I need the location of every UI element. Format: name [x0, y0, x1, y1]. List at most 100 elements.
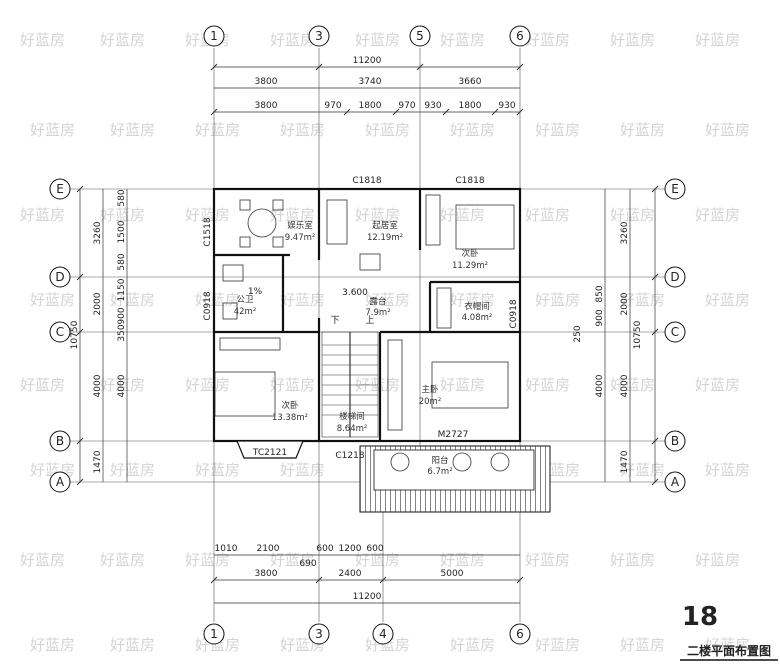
dim-left-o-a: 3260 [93, 221, 103, 244]
axis-left-B: B [56, 434, 64, 448]
room-name-5: 衣帽间 [464, 301, 490, 312]
watermark-text: 好蓝房 [110, 461, 155, 479]
watermark-text: 好蓝房 [620, 291, 665, 309]
balcony-floor [373, 449, 535, 491]
watermark-text: 好蓝房 [440, 206, 485, 224]
room-name-2: 次卧 [461, 248, 479, 259]
dim-top-r1-b: 3740 [359, 77, 382, 87]
dim-right-i-c: 250 [573, 325, 583, 342]
watermark-text: 好蓝房 [705, 121, 750, 139]
room-name-9: 阳台 [431, 455, 448, 466]
watermark-text: 好蓝房 [365, 291, 410, 309]
label-slope: 1% [248, 287, 263, 297]
room-name-3: 公卫 [236, 295, 254, 305]
dim-bot-total: 11200 [353, 592, 382, 602]
right-dimensions: 10750 3260 2000 4000 1470 850 900 250 40… [573, 221, 643, 473]
watermark-text: 好蓝房 [440, 376, 485, 394]
corner-logo: 18 [682, 602, 718, 632]
watermark-text: 好蓝房 [695, 376, 740, 394]
watermark-text: 好蓝房 [110, 291, 155, 309]
label-tc2121: TC2121 [252, 448, 287, 458]
watermark-text: 好蓝房 [535, 636, 580, 654]
dim-top-r2-b: 970 [324, 101, 341, 111]
axis-right-E: E [671, 182, 679, 196]
watermark-text: 好蓝房 [270, 31, 315, 49]
watermark-text: 好蓝房 [440, 551, 485, 569]
dim-left-o-c: 4000 [93, 374, 103, 397]
bay-window [236, 440, 304, 459]
watermark-text: 好蓝房 [20, 551, 65, 569]
dim-top-r2-e: 930 [424, 101, 441, 111]
axis-top-6: 6 [516, 29, 524, 43]
watermark-text: 好蓝房 [610, 376, 655, 394]
axis-left-C: C [56, 325, 64, 339]
dim-right-o-a: 3260 [620, 221, 630, 244]
staircase [321, 331, 379, 438]
axis-bottom-1: 1 [210, 627, 218, 641]
dim-right-i-a: 850 [595, 285, 605, 302]
dim-top-r1-c: 3660 [459, 77, 482, 87]
watermark-text: 好蓝房 [610, 31, 655, 49]
dim-bot-r2-b: 2400 [339, 569, 362, 579]
label-c1218: C1218 [335, 451, 364, 461]
axis-top-5: 5 [416, 29, 424, 43]
dim-bot-r1-c: 600 [316, 544, 333, 554]
watermark-text: 好蓝房 [695, 551, 740, 569]
room-area-8: 8.64m² [337, 424, 368, 434]
dim-top-total: 11200 [353, 56, 382, 66]
room-name-8: 楼梯间 [339, 411, 365, 422]
room-area-3: 42m² [234, 307, 257, 317]
room-area-5: 4.08m² [462, 313, 493, 323]
watermark-text: 好蓝房 [270, 206, 315, 224]
label-c0918-a: C0918 [203, 291, 213, 320]
walls [212, 187, 522, 443]
axis-bottom-4: 4 [379, 627, 387, 641]
dim-bot-extra: 690 [299, 559, 316, 569]
dim-left-i-d: 1150 [117, 278, 127, 301]
left-dimensions: 10750 3260 2000 4000 1470 580 1500 580 1… [70, 189, 127, 473]
opening-labels: C1818 C1818 C1518 C0918 C0918 TC2121 C12… [203, 176, 519, 461]
room-labels: 娱乐室 9.47m² 起居室 12.19m² 次卧 11.29m² 公卫 42m… [234, 220, 493, 477]
watermark-text: 好蓝房 [620, 461, 665, 479]
room-name-0: 娱乐室 [287, 220, 313, 231]
axis-right-B: B [671, 434, 679, 448]
dim-right-o-b: 2000 [620, 292, 630, 315]
axis-left-D: D [55, 270, 64, 284]
watermark-text: 好蓝房 [695, 31, 740, 49]
watermark-text: 好蓝房 [195, 291, 240, 309]
axis-top-1: 1 [210, 29, 218, 43]
watermark-text: 好蓝房 [450, 121, 495, 139]
watermark-text: 好蓝房 [185, 551, 230, 569]
drawing-title: 二楼平面布置图 [687, 643, 771, 658]
dim-right-o-c: 4000 [620, 374, 630, 397]
watermark-text: 好蓝房 [270, 376, 315, 394]
watermark-text: 好蓝房 [355, 206, 400, 224]
watermark-text: 好蓝房 [705, 461, 750, 479]
dim-left-i-c: 580 [117, 253, 127, 270]
watermark-text: 好蓝房 [535, 291, 580, 309]
dim-top-r2-d: 970 [398, 101, 415, 111]
watermark-text: 好蓝房 [110, 121, 155, 139]
room-area-1: 12.19m² [367, 233, 403, 243]
watermark-text: 好蓝房 [100, 376, 145, 394]
watermark-text: 好蓝房 [30, 121, 75, 139]
dim-bot-r1-a: 1010 [215, 544, 238, 554]
room-name-1: 起居室 [372, 220, 398, 231]
watermark-text: 好蓝房 [525, 376, 570, 394]
label-c1818-b: C1818 [455, 176, 484, 186]
dim-left-o-d: 1470 [93, 450, 103, 473]
watermark-text: 好蓝房 [705, 636, 750, 654]
dim-bot-r2-a: 3800 [255, 569, 278, 579]
watermark-text: 好蓝房 [20, 206, 65, 224]
label-c0918-b: C0918 [509, 299, 519, 328]
watermark-text: 好蓝房 [185, 206, 230, 224]
room-area-0: 9.47m² [285, 233, 316, 243]
watermark-text: 好蓝房 [610, 551, 655, 569]
dim-left-total: 10750 [70, 320, 80, 349]
watermark-text: 好蓝房 [110, 636, 155, 654]
dim-bot-r1-e: 600 [366, 544, 383, 554]
axis-right-C: C [671, 325, 679, 339]
dim-right-o-d: 1470 [620, 450, 630, 473]
watermark-text: 好蓝房 [525, 551, 570, 569]
watermark-text: 好蓝房 [525, 206, 570, 224]
